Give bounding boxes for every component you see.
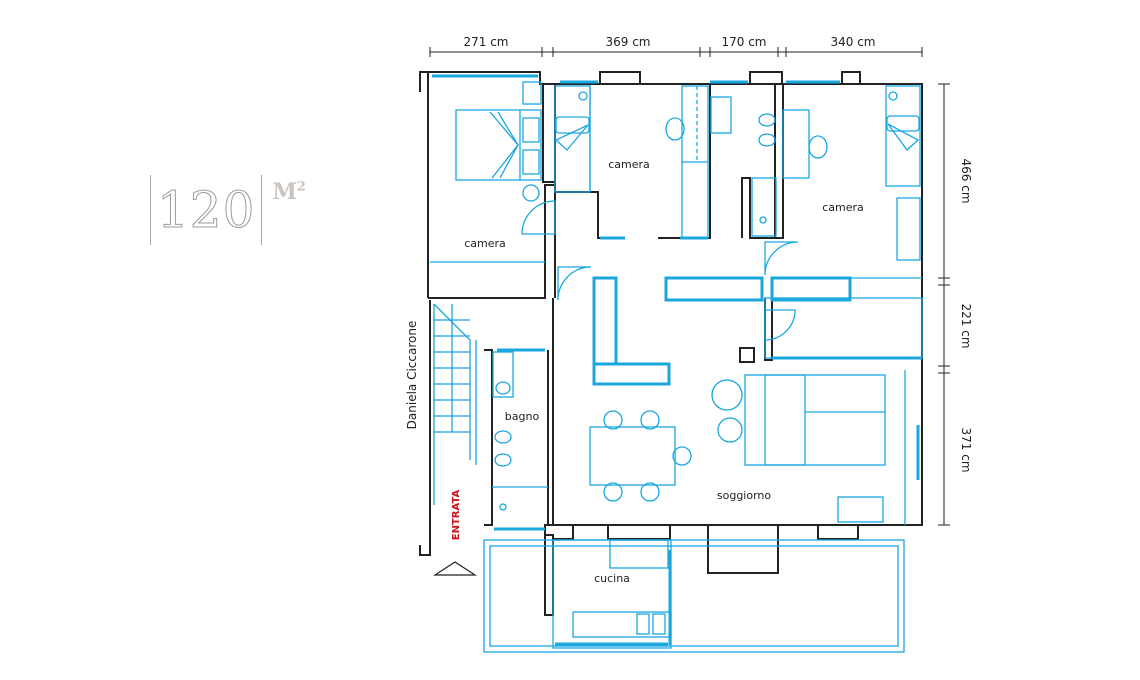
dim-right-1: 466 cm <box>959 158 973 203</box>
kitchen-and-balcony <box>483 539 905 653</box>
room-label-cucina: cucina <box>594 572 630 585</box>
bathroom-fixtures <box>492 351 548 531</box>
dim-top-3: 170 cm <box>721 35 766 49</box>
entrance-label: ENTRATA <box>451 490 462 541</box>
living-furniture <box>589 370 906 525</box>
bed <box>430 81 556 263</box>
dim-top-2: 369 cm <box>605 35 650 49</box>
corridor-furniture <box>557 266 923 386</box>
area-badge: 120 M2 <box>150 175 306 245</box>
entrance-arrow-icon <box>432 561 478 576</box>
street-label: Daniela Ciccarone <box>405 321 419 430</box>
bed <box>782 85 922 279</box>
dim-right-2: 221 cm <box>959 303 973 348</box>
staircase <box>433 303 477 505</box>
bed <box>554 85 709 239</box>
room-label-bagno: bagno <box>505 410 540 423</box>
divider <box>261 175 263 245</box>
room-label-camera-1: camera <box>464 237 506 250</box>
dim-top-4: 340 cm <box>830 35 875 49</box>
unit-letter: M <box>272 179 297 205</box>
fixtures <box>430 74 923 653</box>
unit-exponent: 2 <box>296 179 306 195</box>
walls <box>419 71 923 616</box>
room-label-camera-3: camera <box>822 201 864 214</box>
room-label-camera-2: camera <box>608 158 650 171</box>
area-unit: M2 <box>272 179 305 205</box>
dim-top-1: 271 cm <box>463 35 508 49</box>
top-dimensions: 271 cm 369 cm 170 cm 340 cm <box>429 35 923 57</box>
right-dimensions: 466 cm 221 cm 371 cm <box>938 83 973 526</box>
divider <box>150 175 151 245</box>
dim-right-3: 371 cm <box>959 427 973 472</box>
bathroom-fixtures <box>710 96 799 276</box>
area-value: 120 <box>156 181 256 240</box>
room-label-soggiorno: soggiorno <box>717 489 772 502</box>
